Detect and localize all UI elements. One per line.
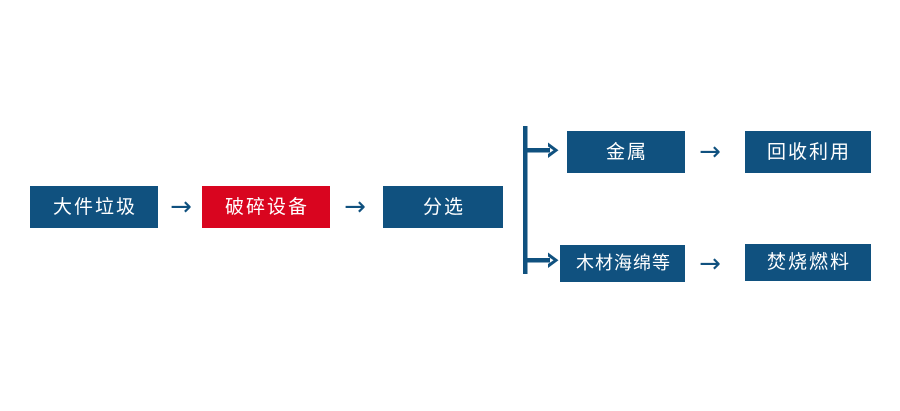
branch-split-icon (523, 126, 559, 274)
node-bulky-waste[interactable]: 大件垃圾 (30, 186, 158, 228)
arrow-right-icon: → (699, 249, 721, 279)
node-wood-sponge[interactable]: 木材海绵等 (560, 245, 685, 282)
node-fuel[interactable]: 焚烧燃料 (745, 244, 871, 281)
arrow-right-icon: → (699, 137, 721, 167)
node-sorting[interactable]: 分选 (383, 186, 503, 228)
arrow-right-icon: → (170, 192, 192, 222)
node-recycle[interactable]: 回收利用 (745, 131, 871, 173)
arrow-right-icon: → (344, 192, 366, 222)
node-metal[interactable]: 金属 (567, 131, 685, 173)
node-crusher[interactable]: 破碎设备 (202, 186, 330, 228)
